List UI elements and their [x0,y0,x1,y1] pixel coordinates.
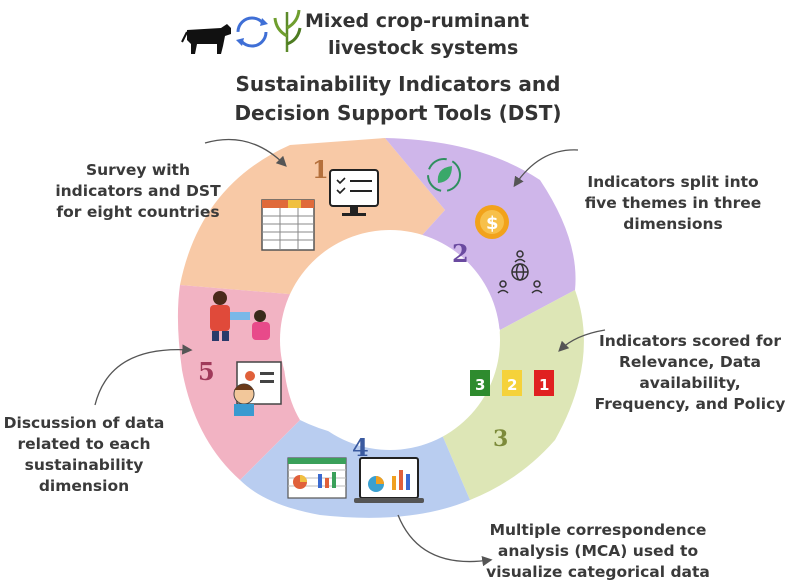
dollar-coin-icon: $ [475,205,509,239]
spreadsheet-icon [261,199,315,251]
step-1-text: Survey with indicators and DST for eight… [55,161,221,221]
step-2-number: 2 [452,239,469,268]
score-badge-2 [502,370,522,396]
step-1-number: 1 [312,155,329,184]
step-3-text: Indicators scored for Relevance, Data av… [594,332,786,413]
laptop-chart-icon [354,457,424,503]
score-badge-1 [534,370,554,396]
step-4-text: Multiple correspondence analysis (MCA) u… [486,521,710,581]
score-badges: 3 2 1 [470,370,554,396]
arrow-to-step-2 [513,149,579,188]
step-4-number: 4 [352,433,369,462]
score-badge-3 [470,370,490,396]
crop-plant-icon [272,6,302,58]
center-circle [280,230,500,450]
checklist-monitor-icon [329,169,379,216]
spreadsheet-chart-icon [287,457,347,499]
title-line1: Sustainability Indicators and [235,72,561,96]
subtitle-line2: livestock systems [328,37,519,59]
cow-icon [181,20,233,60]
svg-text:$: $ [486,213,499,234]
cycle-arrows-icon [232,12,272,56]
title-line2: Decision Support Tools (DST) [234,101,562,125]
step-2-text: Indicators split into five themes in thr… [584,173,762,233]
presenter-board-icon [233,361,282,416]
score-label-1: 1 [539,376,549,394]
arrow-to-step-3 [558,329,606,352]
score-label-3: 3 [475,376,485,394]
step-5-text: Discussion of data related to each susta… [3,414,165,495]
arrow-to-step-4 [397,514,493,567]
step-5-number: 5 [198,357,215,386]
subtitle-line1: Mixed crop-ruminant [305,10,530,32]
people-globe-icon [497,250,543,294]
arrow-to-step-1 [204,138,287,167]
recycle-leaf-icon [427,158,461,192]
step-3-number: 3 [493,426,508,452]
arrow-to-step-5 [94,344,193,406]
score-label-2: 2 [507,376,517,394]
discussion-people-icon [210,291,270,341]
